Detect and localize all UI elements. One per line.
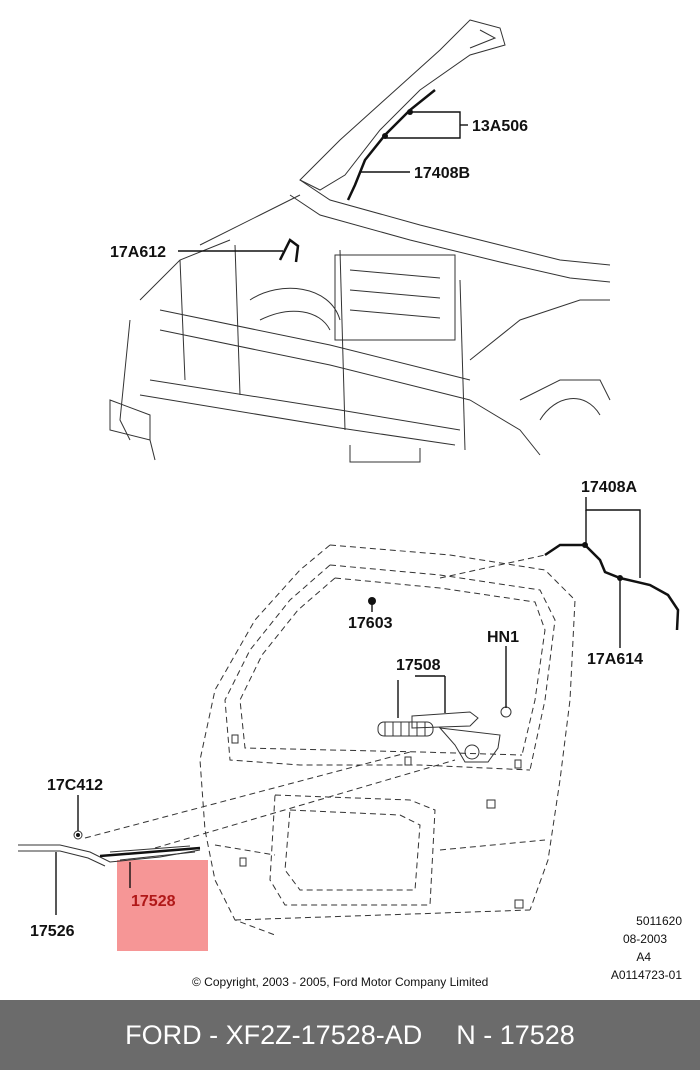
callout-17526: 17526 <box>30 923 75 940</box>
info-line-1: 5011620 <box>636 914 682 928</box>
callout-HN1: HN1 <box>487 629 519 646</box>
highlight-box-17528 <box>117 860 208 951</box>
wiper-arm-and-blade-drawing <box>18 830 201 867</box>
callout-17A614: 17A614 <box>587 651 643 668</box>
callout-17A612: 17A612 <box>110 244 166 261</box>
info-line-3: A4 <box>636 950 651 964</box>
callout-17508: 17508 <box>396 657 441 674</box>
part-number-footer: FORD - XF2Z-17528-AD N - 17528 <box>0 1000 700 1070</box>
callout-17603: 17603 <box>348 615 393 632</box>
liftgate-drawing <box>84 542 680 936</box>
part-number-text: FORD - XF2Z-17528-AD <box>125 1019 423 1050</box>
callout-17408A: 17408A <box>581 479 637 496</box>
callout-13A506: 13A506 <box>472 118 528 135</box>
info-line-4: A0114723-01 <box>611 968 683 982</box>
front-body-structure-drawing <box>109 19 611 463</box>
callout-17C412: 17C412 <box>47 777 103 794</box>
reference-text: N - 17528 <box>456 1019 575 1050</box>
parts-diagram: 13A506 17408B 17A612 <box>18 19 683 989</box>
copyright-text: © Copyright, 2003 - 2005, Ford Motor Com… <box>192 975 488 989</box>
info-line-2: 08-2003 <box>623 932 667 946</box>
callout-17408B: 17408B <box>414 165 470 182</box>
callout-17528: 17528 <box>131 893 176 910</box>
